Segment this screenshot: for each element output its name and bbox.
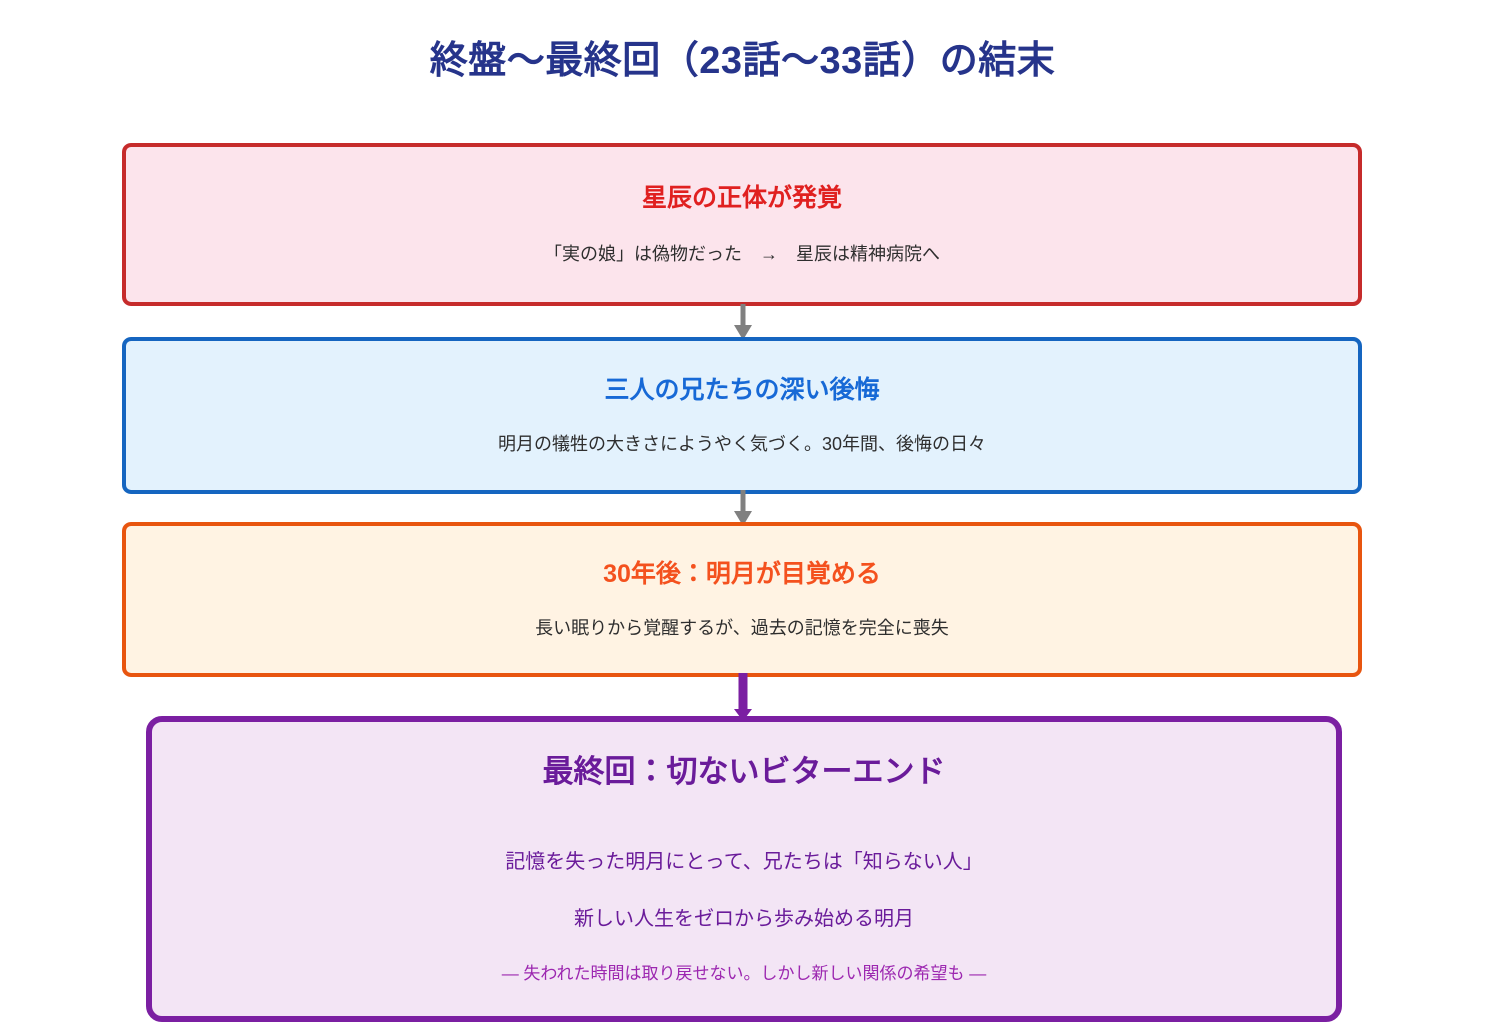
flow-node-finale-note: — 失われた時間は取り戻せない。しかし新しい関係の希望も — [501,964,987,984]
flow-node-awaken[interactable]: 30年後：明月が目覚める 長い眠りから覚醒するが、過去の記憶を完全に喪失 [122,522,1362,677]
flow-node-finale-line2: 新しい人生をゼロから歩み始める明月 [574,908,914,931]
page-title: 終盤〜最終回（23話〜33話）の結末 [429,40,1056,82]
flow-node-reveal[interactable]: 星辰の正体が発覚 「実の娘」は偽物だった → 星辰は精神病院へ [122,143,1362,306]
flow-node-finale-title: 最終回：切ないビターエンド [542,753,946,789]
connector-reveal-to-regret [734,304,752,340]
flow-node-regret-title: 三人の兄たちの深い後悔 [604,376,880,405]
connector-awaken-to-finale [734,673,752,721]
flow-node-regret-subtitle: 明月の犠牲の大きさにようやく気づく。30年間、後悔の日々 [497,433,987,454]
flow-node-finale[interactable]: 最終回：切ないビターエンド 記憶を失った明月にとって、兄たちは「知らない人」 新… [146,716,1342,1022]
connector-regret-to-awaken [734,490,752,526]
flow-node-awaken-title: 30年後：明月が目覚める [603,560,881,589]
flow-node-finale-subtitle: 記憶を失った明月にとって、兄たちは「知らない人」 [505,851,983,874]
flow-node-awaken-subtitle: 長い眠りから覚醒するが、過去の記憶を完全に喪失 [535,617,949,638]
flow-node-reveal-title: 星辰の正体が発覚 [641,184,842,213]
flow-node-regret[interactable]: 三人の兄たちの深い後悔 明月の犠牲の大きさにようやく気づく。30年間、後悔の日々 [122,337,1362,494]
flow-node-reveal-subtitle: 「実の娘」は偽物だった → 星辰は精神病院へ [544,243,940,264]
